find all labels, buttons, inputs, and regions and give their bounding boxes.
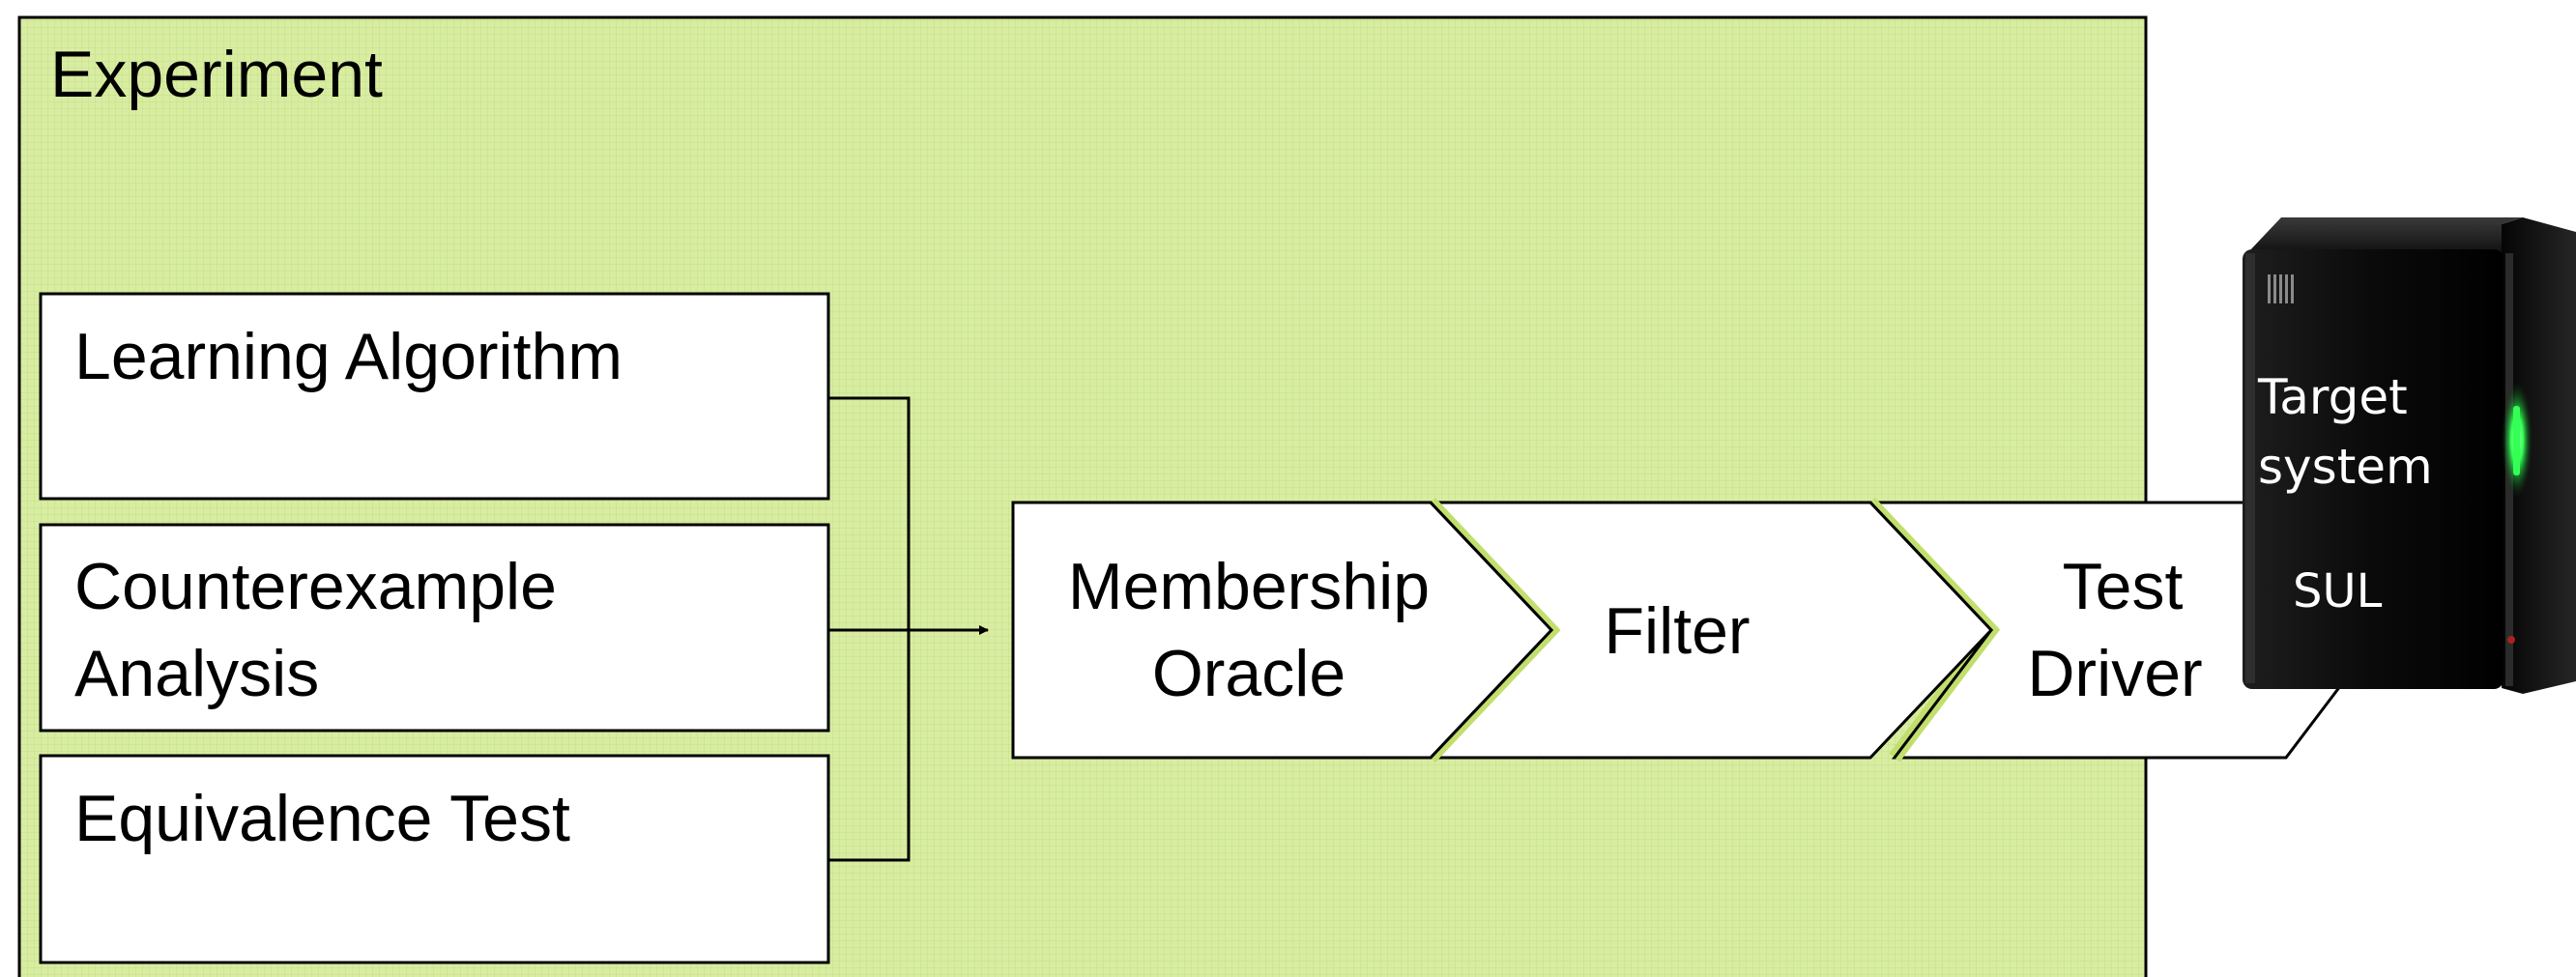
membership-oracle-chevron: Membership Oracle: [1011, 501, 1554, 760]
server-front: [2243, 249, 2504, 689]
server-vent: [2268, 274, 2294, 303]
learning-algorithm-box: Learning Algorithm: [39, 292, 830, 501]
server-label-line3: SUL: [2293, 564, 2383, 618]
server-label-line1: Target: [2257, 369, 2408, 425]
learning-algorithm-label: Learning Algorithm: [74, 320, 622, 393]
counterexample-label-line2: Analysis: [74, 637, 319, 710]
counterexample-label-line1: Counterexample: [74, 550, 557, 623]
server-top: [2247, 217, 2523, 253]
equivalence-test-box: Equivalence Test: [39, 754, 830, 964]
connector-bracket: [828, 396, 989, 862]
experiment-title: Experiment: [50, 38, 383, 111]
server-label-line2: system: [2258, 439, 2433, 495]
equivalence-test-label: Equivalence Test: [74, 782, 570, 855]
server-image: Target system SUL: [2243, 217, 2576, 694]
filter-label: Filter: [1604, 594, 1750, 668]
membership-oracle-label-line2: Oracle: [1152, 637, 1346, 710]
test-driver-label-line1: Test: [2063, 550, 2184, 623]
server-side-panel: [2502, 217, 2576, 694]
counterexample-analysis-box: Counterexample Analysis: [39, 523, 830, 733]
membership-oracle-label-line1: Membership: [1068, 550, 1430, 623]
test-driver-label-line2: Driver: [2027, 637, 2202, 710]
